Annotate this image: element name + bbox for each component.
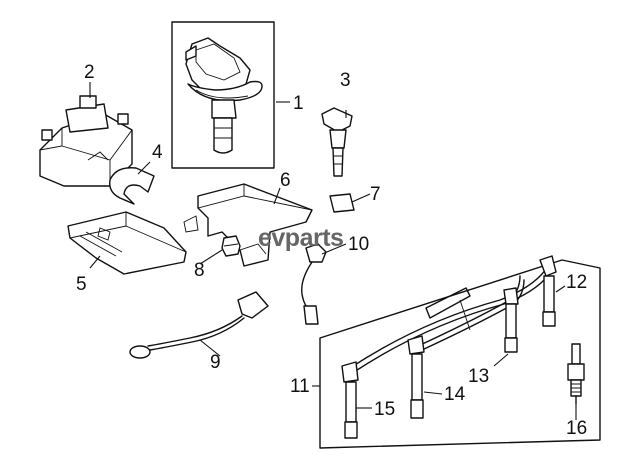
part-12-plug-boot [539, 255, 557, 327]
callout-13: 13 [468, 366, 489, 387]
part-4-clip [109, 167, 155, 205]
callout-3: 3 [340, 70, 351, 91]
callout-4: 4 [152, 142, 163, 163]
part-15-plug-boot [341, 361, 359, 439]
part-1-coil-module [171, 21, 275, 169]
part-8-sensor [221, 235, 241, 257]
callout-6: 6 [280, 170, 291, 191]
callout-11: 11 [290, 376, 310, 397]
part-6-bracket [183, 183, 313, 267]
callout-5: 5 [76, 274, 87, 295]
callout-2: 2 [84, 62, 95, 83]
part-16-spark-plug [567, 343, 585, 405]
callout-15: 15 [374, 399, 395, 420]
callout-9: 9 [210, 352, 221, 373]
part-14-plug-boot [407, 335, 425, 419]
callout-14: 14 [444, 384, 466, 405]
callout-7: 7 [370, 184, 381, 205]
part-10-sensor-lead [301, 243, 327, 325]
part-3-coil-pencil [321, 107, 353, 177]
callout-10: 10 [348, 234, 369, 255]
callout-16: 16 [566, 418, 587, 439]
part-5-control-module [67, 211, 187, 275]
callout-1: 1 [293, 93, 304, 114]
part-7-label [329, 193, 355, 213]
watermark: evparts [258, 224, 344, 252]
callout-12: 12 [566, 272, 587, 293]
part-13-plug-boot [503, 287, 519, 353]
callout-labels: 1 2 3 4 5 6 7 8 9 10 11 12 13 14 15 16 [76, 62, 587, 439]
leader-lines [89, 82, 577, 420]
watermark-text: evparts [258, 224, 343, 252]
part-11-wire-set [319, 259, 601, 449]
callout-8: 8 [194, 260, 205, 281]
part-9-knock-sensor [129, 291, 269, 359]
part-2-ignition-coil [39, 95, 133, 187]
